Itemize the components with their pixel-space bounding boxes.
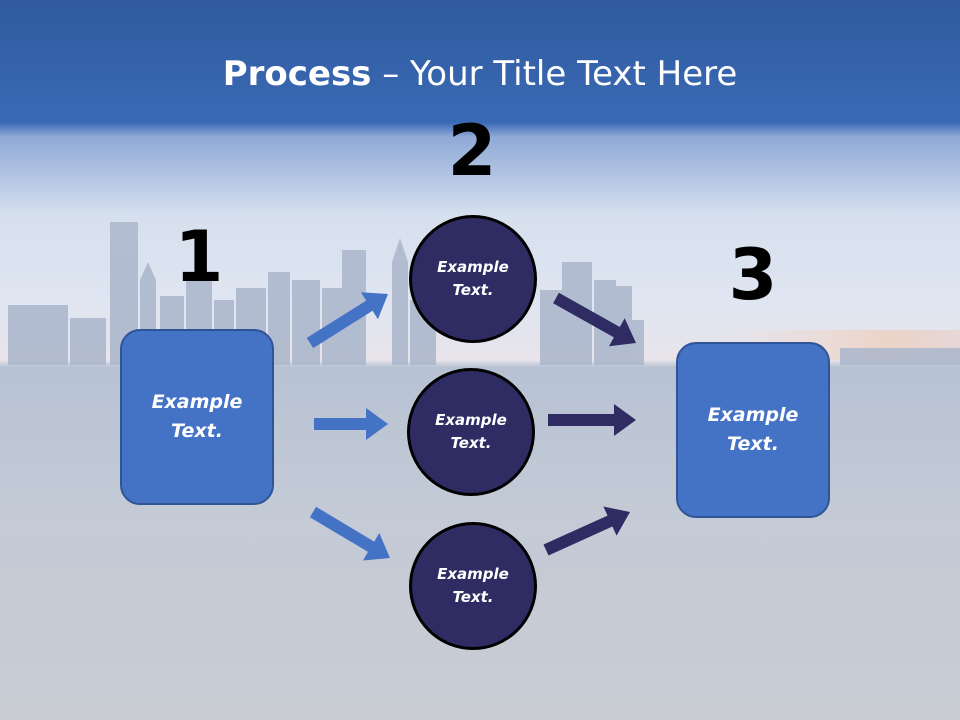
step-2-circle-middle: Example Text. — [407, 368, 535, 496]
arrow-2-top-to-3 — [553, 292, 636, 347]
arrow-1-to-2-bottom — [309, 506, 390, 561]
step-3-box: Example Text. — [676, 342, 830, 518]
step-3-number: 3 — [728, 234, 778, 316]
step-3-label: Example Text. — [707, 404, 799, 455]
step-2-circle-bottom: Example Text. — [409, 522, 537, 650]
page-title: Process – Your Title Text Here — [0, 52, 960, 96]
step-2-circle-middle-label: Example Text. — [435, 411, 507, 452]
step-2-circle-top: Example Text. — [409, 215, 537, 343]
arrow-1-to-2-top — [306, 292, 388, 349]
step-2-circle-top-label: Example Text. — [437, 258, 509, 299]
step-1-number: 1 — [174, 216, 224, 298]
step-1-box: Example Text. — [120, 329, 274, 505]
step-2-circle-bottom-label: Example Text. — [437, 565, 509, 606]
arrow-2-bottom-to-3 — [543, 506, 630, 556]
arrow-1-to-2-middle — [314, 408, 388, 440]
arrow-2-middle-to-3 — [548, 404, 636, 436]
step-2-number: 2 — [447, 110, 497, 192]
title-rest: – Your Title Text Here — [371, 54, 738, 94]
step-1-label: Example Text. — [151, 391, 243, 442]
title-bold: Process — [222, 54, 372, 94]
